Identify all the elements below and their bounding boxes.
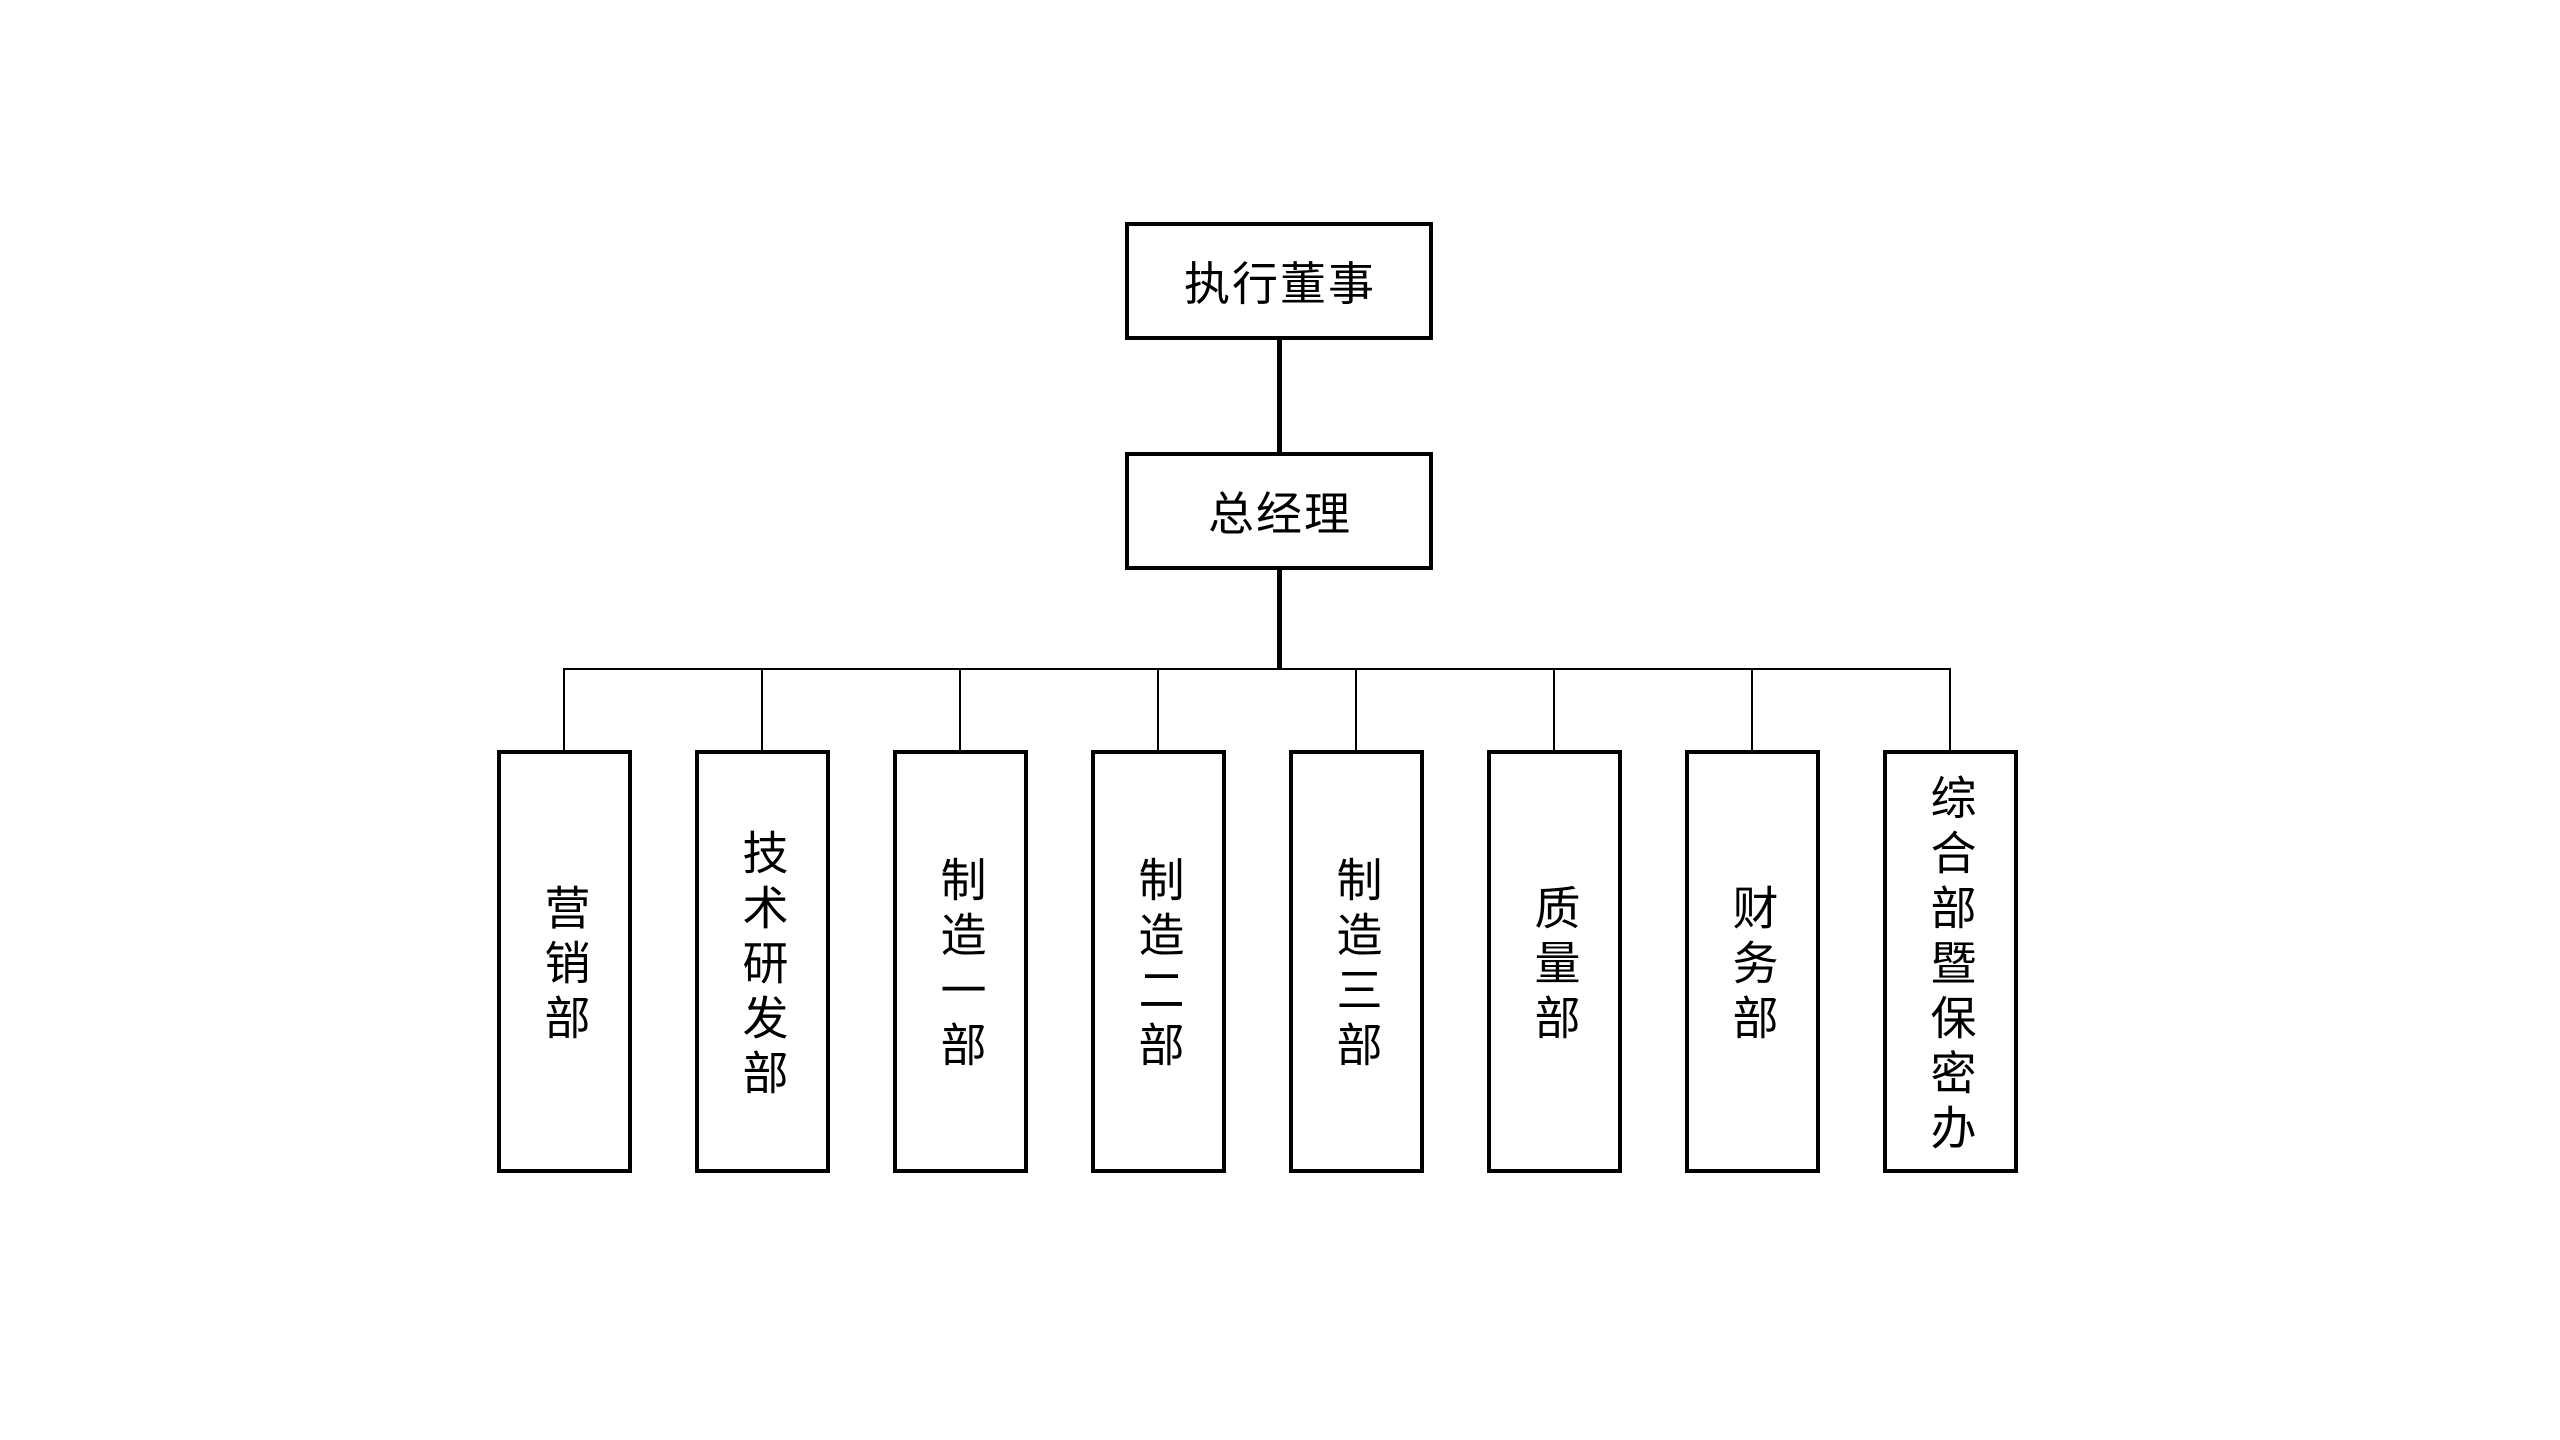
- org-node-label: 财务部: [1726, 883, 1779, 1049]
- connector-drop-quality: [1553, 668, 1555, 752]
- org-node-label: 制造一部: [934, 856, 987, 1076]
- connector-drop-general-affairs: [1949, 668, 1951, 752]
- org-node-executive-director: 执行董事: [1125, 222, 1433, 340]
- org-node-label: 执行董事: [1184, 258, 1376, 310]
- connector-drop-manufacturing-2: [1157, 668, 1159, 752]
- org-node-label: 技术研发部: [736, 828, 789, 1104]
- connector-drop-tech-rnd: [761, 668, 763, 752]
- connector-manager-to-bus: [1277, 569, 1282, 670]
- org-node-label: 制造三部: [1330, 856, 1383, 1076]
- org-node-general-manager: 总经理: [1125, 452, 1433, 570]
- org-node-manufacturing-dept-1: 制造一部: [893, 750, 1028, 1173]
- org-node-marketing-dept: 营销部: [497, 750, 632, 1173]
- connector-drop-finance: [1751, 668, 1753, 752]
- connector-drop-manufacturing-3: [1355, 668, 1357, 752]
- org-node-quality-dept: 质量部: [1487, 750, 1622, 1173]
- org-node-label: 综合部暨保密办: [1924, 773, 1977, 1159]
- org-node-label: 制造二部: [1132, 856, 1185, 1076]
- org-node-finance-dept: 财务部: [1685, 750, 1820, 1173]
- org-node-manufacturing-dept-3: 制造三部: [1289, 750, 1424, 1173]
- connector-horizontal-bus: [563, 668, 1951, 670]
- org-node-tech-rnd-dept: 技术研发部: [695, 750, 830, 1173]
- org-node-general-affairs-security-office: 综合部暨保密办: [1883, 750, 2018, 1173]
- org-node-manufacturing-dept-2: 制造二部: [1091, 750, 1226, 1173]
- connector-drop-manufacturing-1: [959, 668, 961, 752]
- org-node-label: 质量部: [1528, 883, 1581, 1049]
- connector-drop-marketing: [563, 668, 565, 752]
- org-node-label: 总经理: [1208, 488, 1352, 540]
- org-node-label: 营销部: [538, 883, 591, 1049]
- connector-executive-to-manager: [1277, 339, 1282, 453]
